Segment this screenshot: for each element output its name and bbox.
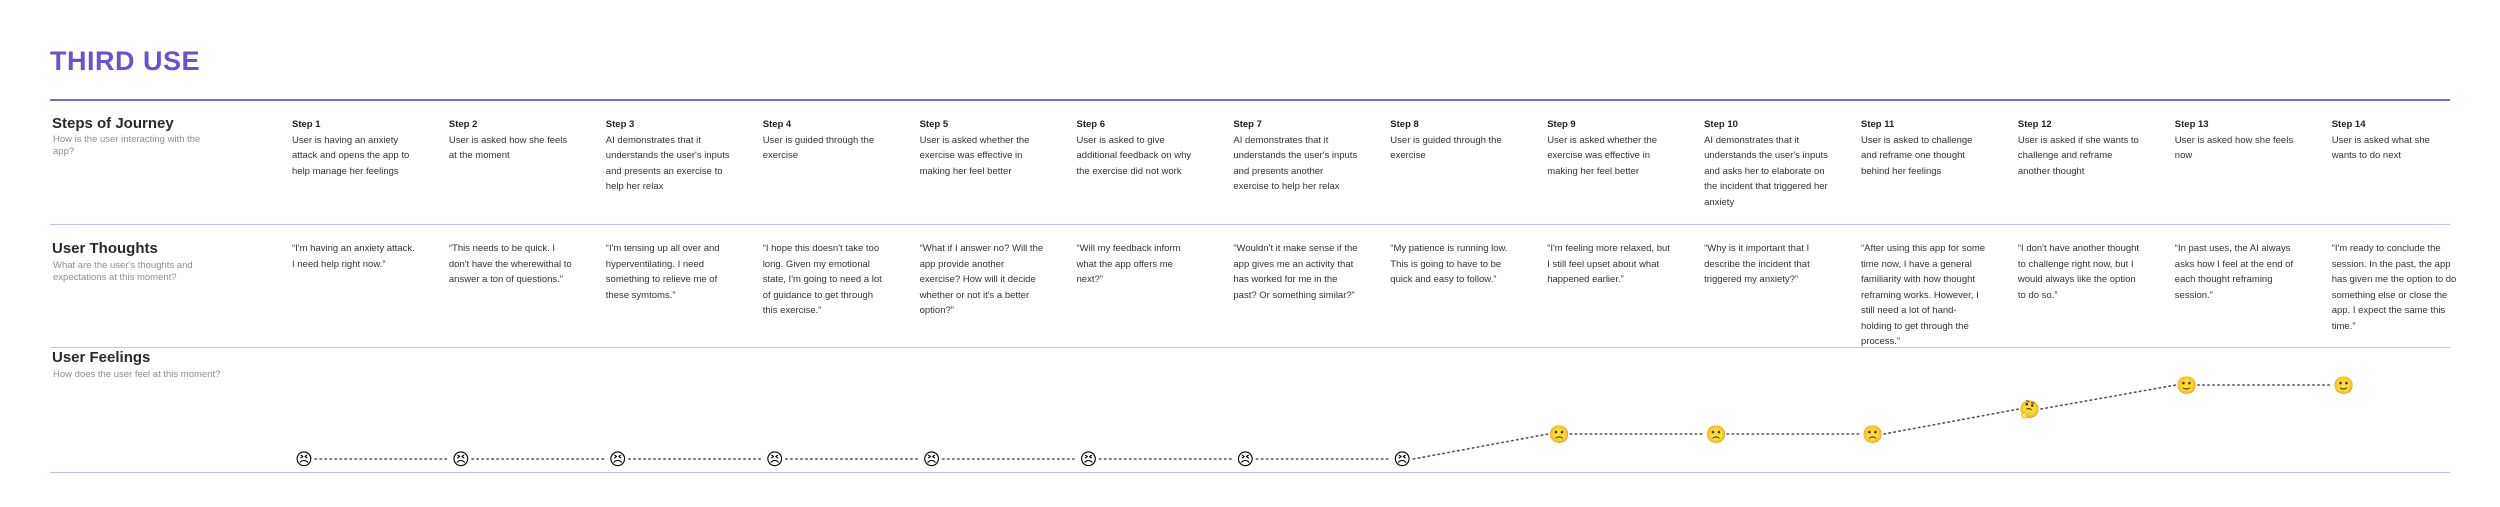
steps-divider [50,224,2450,225]
frowning-face-emoji: 🙁 [1862,425,1883,445]
user-thought: “Wouldn't it make sense if the app gives… [1233,243,1358,301]
journey-step: Step 8 User is guided through the exercis… [1390,117,1515,164]
feeling-connector-line [1412,433,1549,460]
frowning-face-emoji: 🙁 [1706,425,1727,445]
user-thought: “I'm feeling more relaxed, but I still f… [1547,243,1670,285]
title-divider [50,99,2450,101]
step-label: Step 8 [1390,119,1419,130]
persevering-face-emoji: 😣 [766,450,784,470]
feelings-section-title: User Feelings [52,349,151,366]
step-label: Step 13 [2174,119,2209,130]
step-label: Step 12 [2017,119,2052,130]
feeling-connector-line [2040,384,2177,410]
journey-step: Step 11 User is asked to challenge and re… [1861,117,1986,179]
step-description: User is asked what she wants to do next [2331,134,2430,162]
step-description: User is asked whether the exercise was e… [1547,134,1658,177]
journey-step: Step 3 AI demonstrates that it understand… [606,117,731,195]
step-description: User is asked whether the exercise was e… [919,134,1030,177]
user-thought: “What if I answer no? Will the app provi… [919,243,1044,316]
thoughts-section-subtitle: What are the user's thoughts and expecta… [53,260,193,283]
step-label: Step 4 [762,119,792,130]
thoughts-divider [50,347,2450,348]
step-label: Step 9 [1547,119,1576,130]
persevering-face-emoji: 😣 [452,450,470,470]
slightly-smiling-face-emoji: 🙂 [2333,376,2354,396]
step-label: Step 10 [1704,119,1738,130]
steps-section-subtitle: How is the user interacting with the app… [53,134,201,157]
step-label: Step 14 [2331,119,2366,130]
persevering-face-emoji: 😣 [1237,450,1255,470]
journey-step: Step 9 User is asked whether the exercise… [1547,117,1672,179]
page-title: THIRD USE [50,46,201,76]
persevering-face-emoji: 😣 [295,450,313,470]
step-label: Step 11 [1861,119,1895,130]
user-thought: “After using this app for some time now,… [1861,243,1986,347]
slightly-smiling-face-emoji: 🙂 [2176,376,2197,396]
persevering-face-emoji: 😣 [609,450,627,470]
user-thought: “I'm tensing up all over and hyperventil… [605,243,720,301]
step-label: Step 5 [919,119,949,130]
journey-step: Step 12 User is asked if she wants to cha… [2018,117,2143,179]
step-description: User is asked to challenge and reframe o… [1861,134,1973,177]
step-description: User is guided through the exercise [1390,134,1502,162]
journey-step: Step 1 User is having an anxiety attack a… [292,117,417,179]
journey-step: Step 14 User is asked what she wants to d… [2332,117,2457,164]
step-label: Step 1 [292,119,321,130]
step-label: Step 6 [1076,119,1106,130]
user-thought: “Will my feedback inform what the app of… [1076,243,1181,285]
journey-step: Step 13 User is asked how she feels now [2175,117,2300,164]
user-thought: “This needs to be quick. I don't have th… [448,243,572,285]
steps-section-title: Steps of Journey [52,115,174,132]
feeling-connector-line [1883,408,2020,435]
step-description: AI demonstrates that it understands the … [1233,134,1358,193]
journey-step: Step 5 User is asked whether the exercise… [920,117,1045,179]
user-thought: “In past uses, the AI always asks how I … [2174,243,2294,301]
thoughts-section-title: User Thoughts [52,240,158,257]
user-thought: “I'm ready to conclude the session. In t… [2331,243,2457,332]
feelings-section-subtitle: How does the user feel at this moment? [53,369,221,380]
step-description: User is guided through the exercise [762,134,875,162]
user-thought: “My patience is running low. This is goi… [1390,243,1508,285]
journey-step: Step 10 AI demonstrates that it understan… [1704,117,1829,210]
step-description: AI demonstrates that it understands the … [1704,134,1828,208]
user-thought: “I hope this doesn't take too long. Give… [762,243,882,316]
user-thought: “I don't have another thought to challen… [2017,243,2140,301]
user-thought: “I'm having an anxiety attack. I need he… [292,243,415,270]
journey-step: Step 2 User is asked how she feels at the… [449,117,574,164]
journey-step: Step 4 User is guided through the exercis… [763,117,888,164]
journey-step: Step 6 User is asked to give additional f… [1077,117,1202,179]
step-label: Step 3 [605,119,635,130]
frowning-face-emoji: 🙁 [1549,425,1570,445]
step-description: User is asked how she feels now [2174,134,2294,162]
step-label: Step 2 [448,119,478,130]
step-description: User is having an anxiety attack and ope… [292,134,410,177]
step-description: User is asked how she feels at the momen… [448,134,568,162]
user-thought: “Why is it important that I describe the… [1704,243,1810,285]
persevering-face-emoji: 😣 [923,450,941,470]
feelings-divider [50,472,2450,473]
step-description: User is asked to give additional feedbac… [1076,134,1192,177]
journey-step: Step 7 AI demonstrates that it understand… [1233,117,1358,195]
step-description: AI demonstrates that it understands the … [605,134,730,193]
persevering-face-emoji: 😣 [1080,450,1098,470]
step-label: Step 7 [1233,119,1262,130]
persevering-face-emoji: 😣 [1393,450,1411,470]
step-description: User is asked if she wants to challenge … [2017,134,2139,177]
thinking-face-emoji: 🤔 [2019,400,2040,420]
